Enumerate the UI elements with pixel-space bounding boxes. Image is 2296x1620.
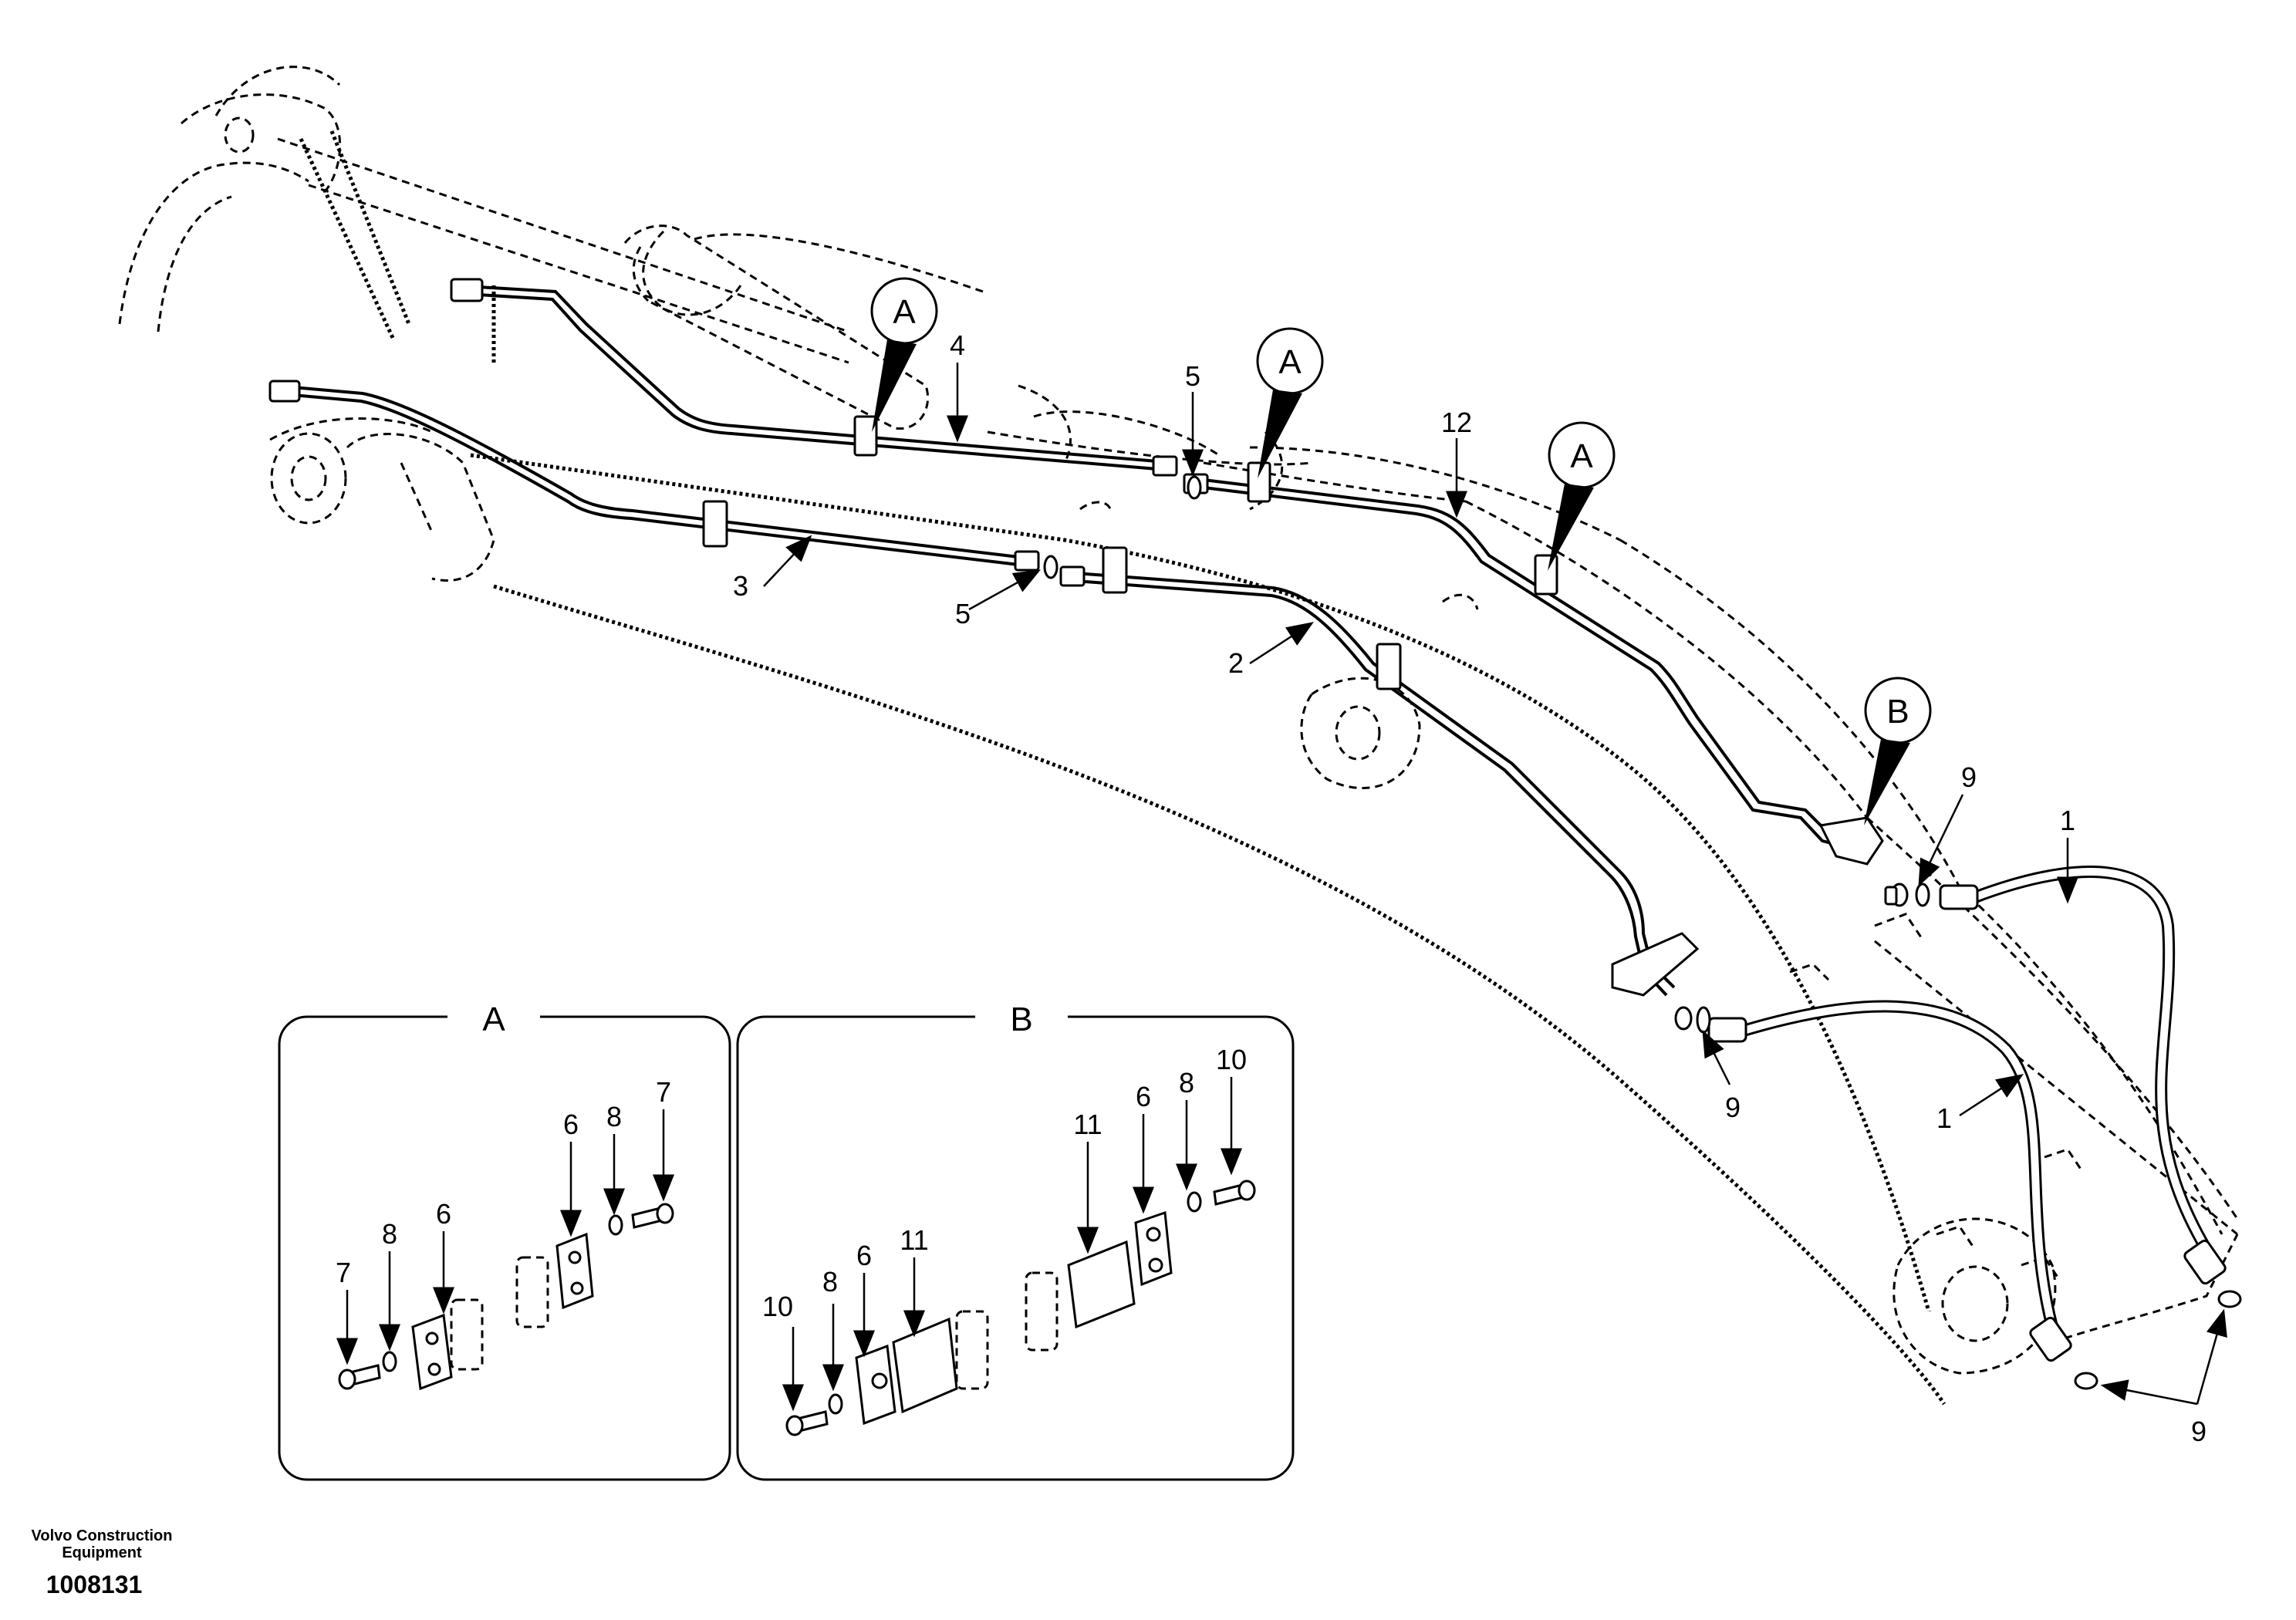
detail-a-label-7-left: 7 [336, 1257, 351, 1288]
detail-a-label-6-right: 6 [563, 1109, 579, 1140]
pipe-2 [1059, 546, 1700, 997]
callout-a-2-letter: A [1278, 343, 1302, 381]
label-12: 12 [1441, 407, 1472, 438]
callout-a-1-letter: A [893, 293, 916, 331]
leaders [763, 363, 2227, 1406]
detail-a-label-8-left: 8 [382, 1218, 397, 1250]
label-9-upper: 9 [1961, 761, 1977, 793]
detail-a-title: A [482, 1001, 505, 1038]
detail-b-label-11-left: 11 [900, 1224, 928, 1256]
callout-a-2: A [1256, 327, 1324, 478]
label-5-lower: 5 [955, 598, 971, 629]
detail-a-label-7-right: 7 [656, 1076, 671, 1108]
detail-a-label-6-left: 6 [436, 1198, 451, 1230]
detail-b-label-6-right: 6 [1136, 1081, 1151, 1112]
brand-line-2: Equipment [62, 1544, 142, 1561]
detail-b-label-8-left: 8 [822, 1266, 838, 1298]
callout-b-1: B [1864, 677, 1932, 825]
detail-a-assembly-1 [338, 1298, 484, 1391]
pipe-4 [450, 278, 1178, 477]
label-1-upper: 1 [2060, 805, 2075, 836]
label-9-lower: 9 [2191, 1416, 2207, 1447]
detail-box-b: B 10 8 6 11 11 [736, 1001, 1295, 1481]
footer: Volvo Construction Equipment 1008131 [17, 1527, 187, 1598]
label-2: 2 [1228, 647, 1244, 679]
detail-b-label-6-left: 6 [856, 1240, 872, 1271]
label-3: 3 [733, 570, 748, 602]
callout-a-1: A [870, 277, 938, 432]
detail-b-assembly-1 [785, 1310, 989, 1436]
callout-a-3-letter: A [1570, 437, 1593, 475]
detail-b-label-10-left: 10 [762, 1291, 793, 1322]
hose-1-lower [1707, 1000, 2072, 1362]
label-5-upper: 5 [1185, 360, 1200, 392]
pipe-3 [268, 380, 1040, 572]
hose-1-upper [1939, 866, 2227, 1285]
callout-a-3: A [1548, 421, 1616, 571]
detail-b-label-10-right: 10 [1216, 1044, 1247, 1075]
detail-a-label-8-right: 8 [606, 1101, 622, 1132]
document-number: 1008131 [46, 1571, 143, 1598]
detail-b-title: B [1010, 1001, 1032, 1038]
part-labels: 4 5 12 3 5 2 9 1 9 1 9 [733, 329, 2207, 1447]
detail-b-label-11-right: 11 [1073, 1109, 1102, 1140]
fittings [1043, 475, 2242, 1390]
label-1-lower: 1 [1936, 1102, 1952, 1134]
pipe-12 [1183, 461, 1884, 866]
detail-a-assembly-2 [515, 1203, 674, 1328]
detail-box-a: A 7 8 6 6 8 7 [278, 1001, 731, 1481]
boom-outline [118, 66, 2239, 1406]
detail-b-label-8-right: 8 [1179, 1067, 1194, 1099]
label-4: 4 [950, 329, 965, 361]
callout-b-1-letter: B [1886, 693, 1909, 731]
detail-b-assembly-2 [1025, 1180, 1256, 1352]
brand-line-1: Volvo Construction [31, 1527, 173, 1544]
label-9-mid: 9 [1725, 1092, 1741, 1123]
